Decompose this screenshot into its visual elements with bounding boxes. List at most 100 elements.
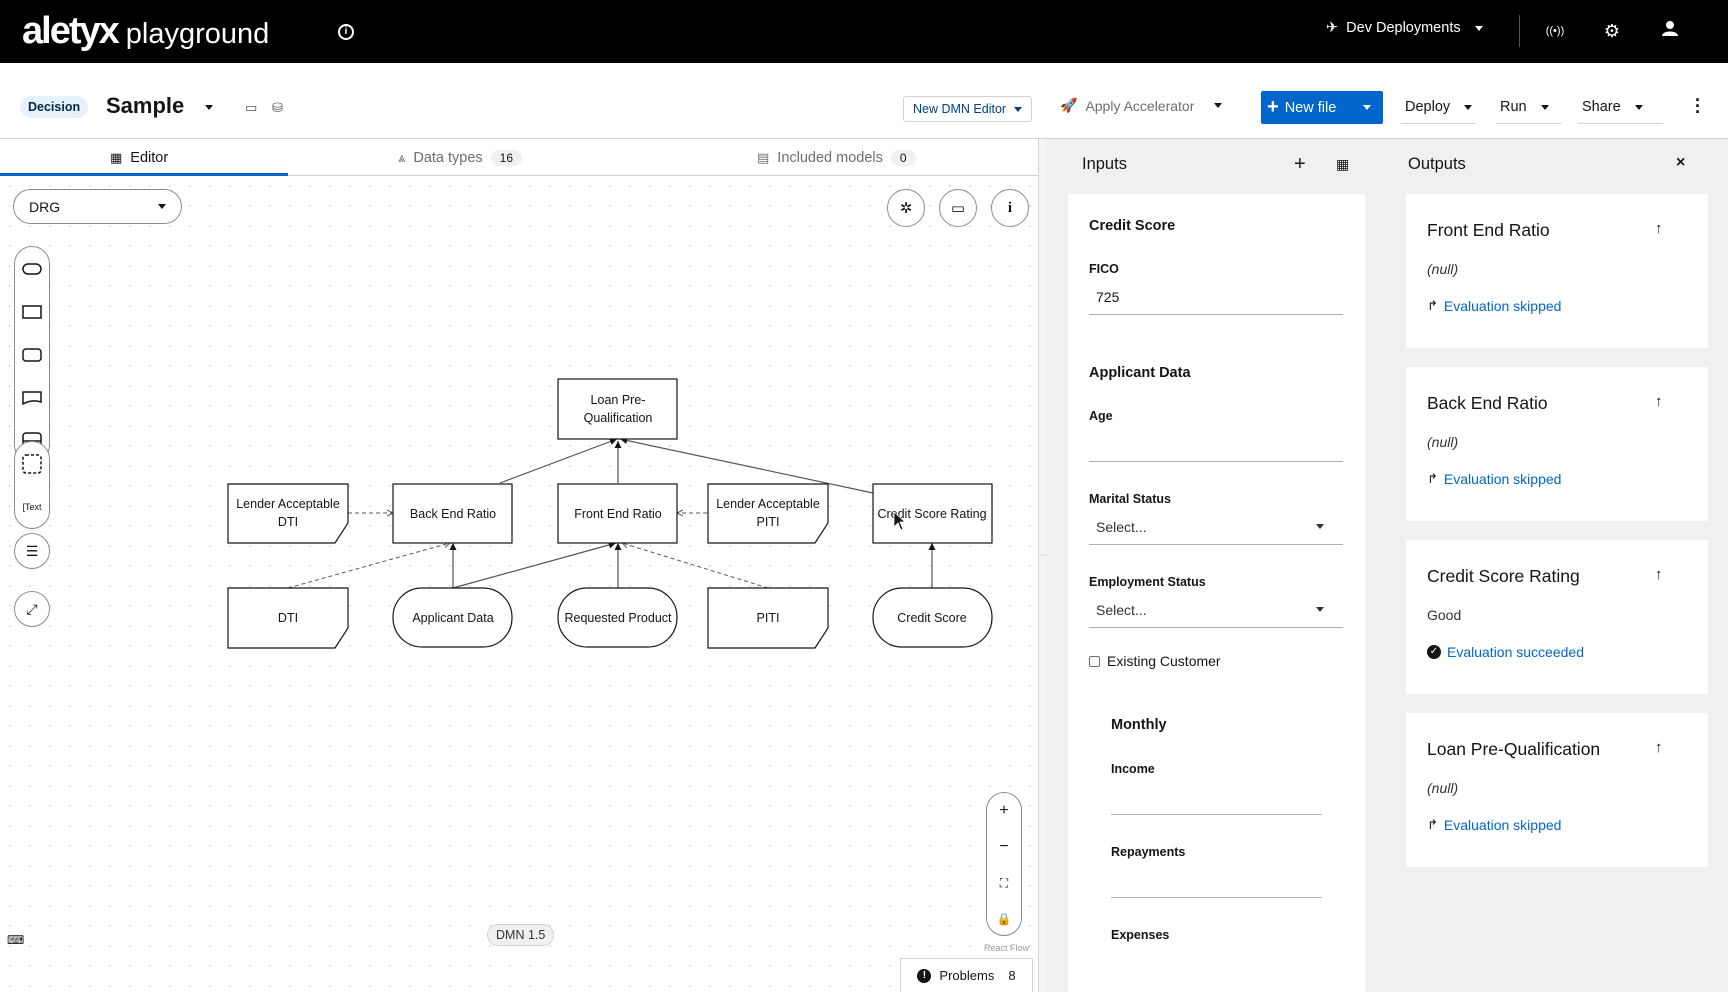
income-input[interactable] [1111,779,1322,815]
table-view-icon[interactable]: ▦ [1336,156,1349,173]
tab-included-models[interactable]: ▤ Included models 0 [757,139,916,176]
node-front-end-ratio[interactable]: Front End Ratio [558,484,677,543]
repayments-input[interactable] [1111,862,1322,898]
tab-data-types[interactable]: ⩓ Data types 16 [398,139,522,176]
fit-view-icon[interactable]: ⛶ [987,865,1021,901]
chevron-down-icon [1541,105,1549,110]
fico-input[interactable]: 725 [1089,279,1343,315]
redo-icon: ↱ [1427,471,1438,487]
tab-label: Data types [413,150,482,166]
age-input[interactable] [1089,426,1343,462]
node-lender-acceptable-dti[interactable]: Lender Acceptable DTI [228,484,348,543]
file-title[interactable]: Sample [106,93,184,119]
tab-count: 16 [491,150,522,166]
node-label: DTI [278,611,298,625]
marital-status-select[interactable]: Select... [1089,509,1343,545]
node-label: Front End Ratio [574,507,662,521]
arrow-up-icon[interactable]: ↑ [1655,566,1663,583]
run-label: Run [1500,99,1527,115]
node-applicant-data[interactable]: Applicant Data [393,588,512,647]
add-input-icon[interactable]: + [1294,153,1306,176]
node-loan-prequalification[interactable]: Loan Pre- Qualification [558,379,677,439]
tab-label: Editor [130,150,168,166]
edge[interactable] [622,543,768,588]
node-label: PITI [757,515,780,529]
output-card: Credit Score Rating ↑ Good ✓ Evaluation … [1406,540,1708,694]
desktop-icon[interactable]: ▭ [245,100,257,116]
chevron-down-icon[interactable] [205,105,213,110]
apply-accelerator-button[interactable]: 🚀 Apply Accelerator [1060,97,1222,114]
file-header: Decision Sample ▭ ⛁ New DMN Editor 🚀 App… [0,63,1728,139]
lock-icon[interactable]: 🔒 [987,901,1021,937]
panel-splitter[interactable] [1038,139,1046,992]
income-label: Income [1111,762,1155,776]
diagram-canvas[interactable]: DRG [Text ☰ ⤢ ✲ ▭ i [0,176,1040,992]
node-label: Lender Acceptable [236,497,340,511]
hierarchy-icon: ⩓ [398,150,405,166]
broadcast-icon[interactable]: ((•)) [1544,20,1566,42]
output-status[interactable]: ↱ Evaluation skipped [1427,817,1561,833]
new-dmn-editor-toggle[interactable]: New DMN Editor [903,96,1032,122]
new-dmn-editor-label: New DMN Editor [913,102,1006,116]
node-piti[interactable]: PITI [708,588,828,648]
employment-status-value: Select... [1096,602,1147,618]
gear-icon[interactable]: ⚙ [1601,20,1623,42]
tab-editor[interactable]: ▦ Editor [110,139,168,176]
app-logo[interactable]: aletyx playground [22,10,269,53]
problems-tab[interactable]: ! Problems 8 [900,958,1033,992]
marital-status-label: Marital Status [1089,492,1171,506]
node-dti[interactable]: DTI [228,588,348,648]
apply-accelerator-label: Apply Accelerator [1085,98,1194,114]
existing-customer-row[interactable]: Existing Customer [1089,653,1221,669]
file-icon: ▤ [757,150,769,166]
node-label: DTI [278,515,298,529]
output-status-label: Evaluation skipped [1444,817,1562,833]
edge[interactable] [453,543,616,588]
exclamation-circle-icon: ! [917,969,931,983]
existing-customer-checkbox[interactable] [1089,656,1100,667]
node-requested-product[interactable]: Requested Product [558,588,677,647]
output-title: Back End Ratio [1427,393,1548,414]
keyboard-icon[interactable]: ⌨ [7,933,24,947]
existing-customer-label: Existing Customer [1107,653,1221,669]
hard-drive-icon[interactable]: ⛁ [272,100,283,116]
edge[interactable] [288,543,450,588]
close-icon[interactable]: × [1676,154,1685,172]
dev-deployments-dropdown[interactable]: ✈ Dev Deployments [1326,20,1483,36]
node-label: Requested Product [564,611,672,625]
rocket-off-icon: ✈ [1326,20,1338,36]
output-card: Front End Ratio ↑ (null) ↱ Evaluation sk… [1406,194,1708,348]
arrow-up-icon[interactable]: ↑ [1655,220,1663,237]
output-status-label: Evaluation succeeded [1447,644,1584,660]
output-status[interactable]: ↱ Evaluation skipped [1427,298,1561,314]
node-lender-acceptable-piti[interactable]: Lender Acceptable PITI [708,484,828,543]
zoom-out-icon[interactable]: − [987,829,1021,865]
deploy-dropdown[interactable]: Deploy [1401,91,1477,124]
run-dropdown[interactable]: Run [1496,91,1562,124]
employment-status-select[interactable]: Select... [1089,592,1343,628]
node-credit-score[interactable]: Credit Score [873,588,992,647]
info-circle-icon[interactable]: i [338,24,354,40]
output-status[interactable]: ✓ Evaluation succeeded [1427,644,1584,660]
output-title: Loan Pre-Qualification [1427,739,1600,760]
chevron-down-icon[interactable] [1363,105,1371,110]
arrow-up-icon[interactable]: ↑ [1655,393,1663,410]
edge[interactable] [500,439,617,483]
node-back-end-ratio[interactable]: Back End Ratio [393,484,512,543]
share-dropdown[interactable]: Share [1578,91,1663,124]
react-flow-attribution[interactable]: React Flow [984,943,1029,953]
age-label: Age [1089,409,1113,423]
user-icon[interactable] [1659,20,1681,42]
kebab-menu-icon[interactable]: ··· [1695,97,1703,115]
output-status[interactable]: ↱ Evaluation skipped [1427,471,1561,487]
chevron-down-icon [1475,26,1483,31]
chevron-down-icon [1214,103,1222,108]
arrow-up-icon[interactable]: ↑ [1655,739,1663,756]
output-value: (null) [1427,434,1458,450]
outputs-title: Outputs [1408,155,1466,174]
masthead: aletyx playground i ✈ Dev Deployments ((… [0,0,1728,63]
new-file-button[interactable]: + New file [1261,91,1383,124]
node-credit-score-rating[interactable]: Credit Score Rating [873,484,992,543]
fico-label: FICO [1089,262,1119,276]
zoom-in-icon[interactable]: + [987,793,1021,829]
